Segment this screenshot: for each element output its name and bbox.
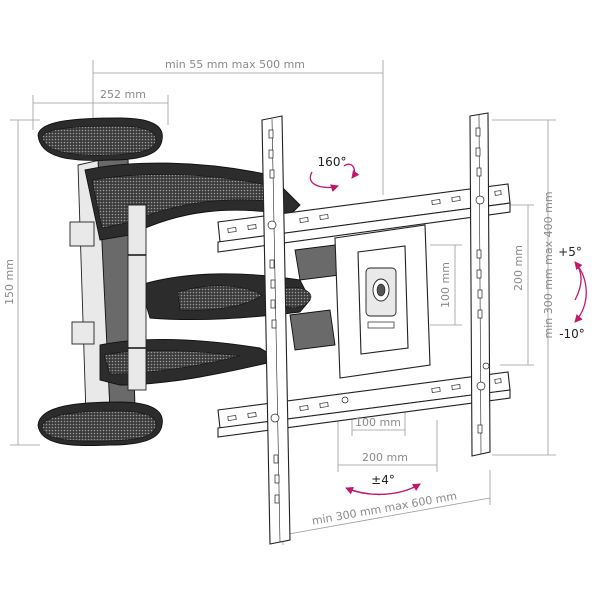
- dimension-lines: [10, 60, 556, 545]
- arm-extension-label: min 55 mm max 500 mm: [165, 58, 305, 71]
- rotate-angle-label: ±4°: [371, 473, 395, 487]
- tilt-arrow-icon: [574, 261, 587, 323]
- bracket-height-label: min 300 mm max 400 mm: [542, 191, 555, 338]
- bracket-width-label: min 300 mm max 600 mm: [311, 489, 458, 527]
- swivel-arrow-icon: [309, 163, 360, 193]
- swivel-angle-label: 160°: [318, 155, 347, 169]
- tv-bracket: [217, 112, 511, 545]
- vesa-100-horizontal-label: 100 mm: [355, 416, 401, 429]
- wall-plate-width-label: 252 mm: [100, 88, 146, 101]
- wall-plate-height-label: 150 mm: [3, 259, 16, 305]
- rotate-arrow-icon: [345, 483, 421, 496]
- tilt-up-label: +5°: [558, 245, 582, 259]
- vesa-100-vertical-label: 100 mm: [439, 262, 452, 308]
- tilt-down-label: -10°: [559, 327, 585, 341]
- wall-plate-assembly: [37, 117, 341, 447]
- vesa-200-vertical-label: 200 mm: [512, 245, 525, 291]
- vesa-200-horizontal-label: 200 mm: [362, 451, 408, 464]
